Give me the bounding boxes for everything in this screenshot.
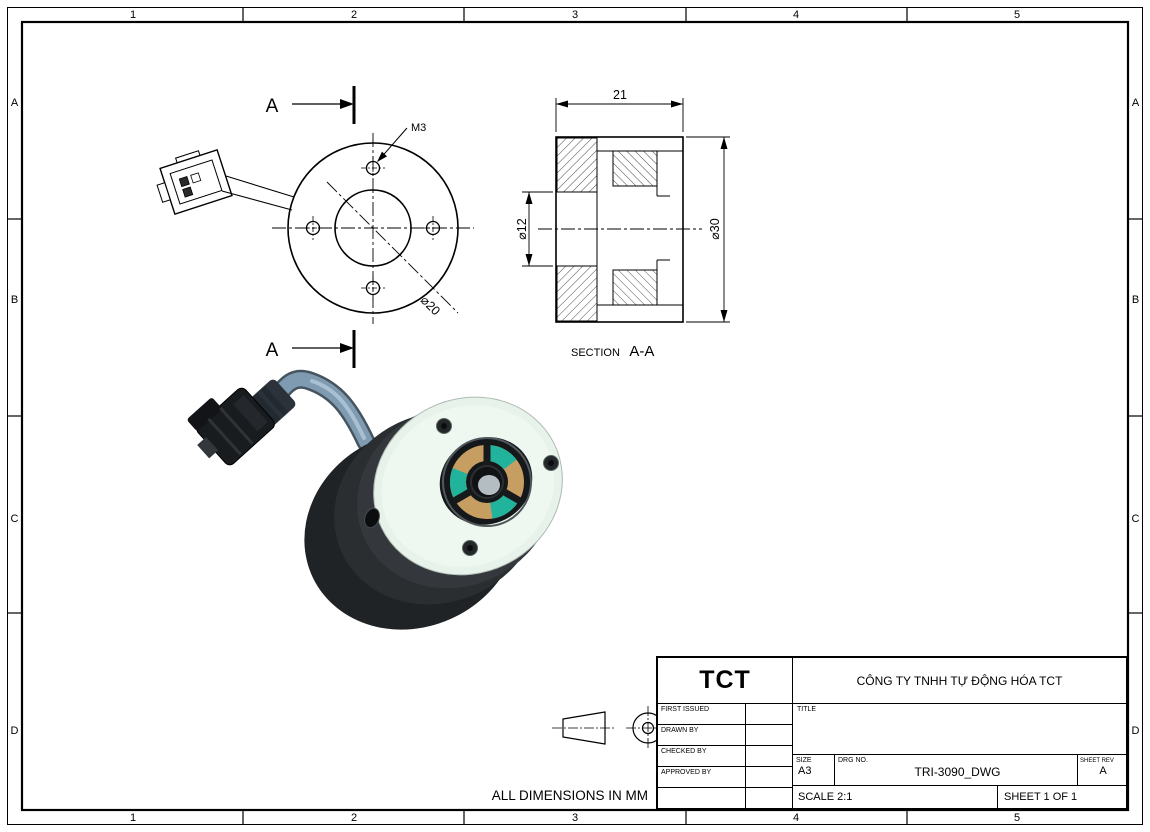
zone-row-label: A — [11, 97, 19, 109]
dim-bore-12: ⌀12 — [515, 191, 553, 267]
zone-col-label: 5 — [1014, 9, 1020, 21]
zone-row-label: B — [1132, 294, 1139, 306]
approval-label — [658, 788, 746, 808]
approval-label: APPROVED BY — [658, 767, 746, 787]
company-logo: TCT — [658, 658, 793, 703]
section-title-word: SECTION — [571, 347, 620, 359]
zone-col-label: 2 — [351, 812, 357, 824]
iso-view — [187, 369, 563, 630]
zone-row-label: A — [1132, 97, 1140, 109]
sheet-rev-label: SHEET REV — [1080, 758, 1114, 764]
size-value: A3 — [798, 765, 812, 777]
encoder-internals — [439, 437, 533, 527]
section-view: 21 ⌀12 ⌀30 SECTION A-A — [515, 88, 730, 360]
zone-col-label: 3 — [572, 9, 578, 21]
screw-holes — [301, 156, 445, 300]
approval-value — [746, 767, 792, 787]
zone-col-label: 5 — [1014, 812, 1020, 824]
title-label: TITLE — [797, 706, 817, 713]
size-cell: SIZE A3 — [793, 755, 835, 785]
zone-row-label: D — [11, 725, 19, 737]
zone-labels: 1 2 3 4 5 1 2 3 4 5 A B C D A B C D — [11, 9, 1140, 824]
approval-value — [746, 725, 792, 745]
section-cut-bottom: A — [266, 330, 356, 368]
section-cut-top: A — [266, 86, 356, 124]
zone-row-label: D — [1132, 725, 1140, 737]
approval-label: DRAWN BY — [658, 725, 746, 745]
dim-bore-text: ⌀12 — [515, 218, 529, 239]
dim-outer-text: ⌀30 — [708, 218, 722, 239]
approval-row: APPROVED BY — [658, 767, 792, 788]
thread-callout-text: M3 — [411, 122, 426, 134]
zone-col-label: 2 — [351, 9, 357, 21]
zone-col-label: 1 — [130, 812, 136, 824]
zone-row-label: C — [1132, 513, 1140, 525]
size-label: SIZE — [796, 757, 812, 764]
bolt-circle-diameter-line — [326, 181, 459, 314]
projection-symbol — [552, 706, 670, 750]
connector-3d — [187, 387, 275, 466]
company-name: CÔNG TY TNHH TỰ ĐỘNG HÓA TCT — [856, 673, 1063, 688]
dim-width-21: 21 — [555, 88, 684, 132]
zone-col-label: 4 — [793, 812, 799, 824]
approval-value — [746, 788, 792, 808]
title-block: TCT CÔNG TY TNHH TỰ ĐỘNG HÓA TCT FIRST I… — [656, 656, 1128, 810]
sheet-rev-value: A — [1099, 765, 1107, 777]
zone-col-label: 1 — [130, 9, 136, 21]
face-screws — [436, 418, 559, 556]
approval-row — [658, 788, 792, 808]
section-title: SECTION A-A — [571, 343, 654, 360]
approval-label: FIRST ISSUED — [658, 704, 746, 724]
zone-row-label: C — [11, 513, 19, 525]
units-note: ALL DIMENSIONS IN MM — [492, 788, 648, 803]
scale-cell: SCALE 2:1 — [793, 786, 998, 808]
approval-value — [746, 746, 792, 766]
front-view: M3 ⌀20 A A — [156, 86, 474, 368]
approval-value — [746, 704, 792, 724]
connector-2d — [156, 149, 233, 215]
connector-cable-2d — [221, 175, 295, 211]
sheet-number-cell: SHEET 1 OF 1 — [1004, 791, 1078, 803]
dim-outer-30: ⌀30 — [686, 136, 730, 323]
cable — [269, 369, 376, 452]
zone-row-label: B — [11, 294, 18, 306]
section-title-name: A-A — [629, 343, 654, 360]
approval-label: CHECKED BY — [658, 746, 746, 766]
sheet-rev-cell: SHEET REV A — [1078, 755, 1126, 785]
zone-col-label: 3 — [572, 812, 578, 824]
dim-width-text: 21 — [613, 88, 627, 102]
drg-no-label: DRG NO. — [838, 757, 868, 764]
thread-callout-leader: M3 — [377, 122, 426, 162]
approval-row: DRAWN BY — [658, 725, 792, 746]
section-arrow-label: A — [266, 340, 279, 361]
drawing-title-cell: TITLE — [793, 704, 1126, 755]
approval-row: CHECKED BY — [658, 746, 792, 767]
drg-no-cell: DRG NO. TRI-3090_DWG — [835, 755, 1078, 785]
drg-no-value: TRI-3090_DWG — [914, 765, 1001, 779]
approval-row: FIRST ISSUED — [658, 704, 792, 725]
zone-col-label: 4 — [793, 9, 799, 21]
sheet-border — [7, 7, 1143, 825]
section-arrow-label: A — [266, 96, 279, 117]
side-mount-hole — [364, 507, 380, 529]
approval-table: FIRST ISSUED DRAWN BY CHECKED BY APPROVE… — [658, 704, 793, 808]
